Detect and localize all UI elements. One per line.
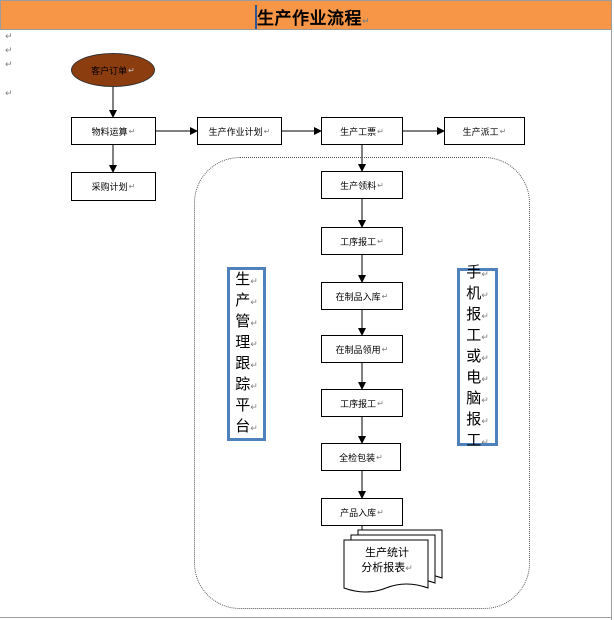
panel-char: 平↵ <box>235 396 258 414</box>
node-statistics-report: 生产统计 分析报表↵ <box>347 545 427 577</box>
panel-char: 台↵ <box>235 417 258 435</box>
page-title: 生产作业流程↵ <box>257 9 371 29</box>
paragraph-mark: ↵ <box>481 290 489 301</box>
node-production-plan: 生产作业计划↵ <box>197 117 282 145</box>
paragraph-mark: ↵ <box>250 424 258 434</box>
panel-char: 电↵ <box>466 367 489 386</box>
table-border-right <box>611 30 612 620</box>
paragraph-mark: ↵ <box>481 353 489 364</box>
paragraph-mark: ↵ <box>250 382 258 392</box>
paragraph-mark: ↵ <box>481 311 489 322</box>
node-wip-picking: 在制品领用↵ <box>321 335 403 363</box>
paragraph-mark: ↵ <box>250 298 258 308</box>
node-production-dispatch: 生产派工↵ <box>444 117 525 145</box>
panel-char: 脑↵ <box>466 388 489 407</box>
panel-char: 踪↵ <box>235 375 258 393</box>
node-process-report-1: 工序报工↵ <box>321 227 403 255</box>
panel-char: 报↵ <box>466 409 489 428</box>
report-document-shape <box>343 529 443 593</box>
paragraph-mark: ↵ <box>250 340 258 350</box>
node-purchase-plan: 采购计划↵ <box>71 172 156 201</box>
title-bar: 生产作业流程↵ <box>0 0 612 30</box>
paragraph-mark: ↵ <box>481 395 489 406</box>
panel-mobile-or-pc-reporting: 手↵ 机↵ 报↵ 工↵ 或↵ 电↵ 脑↵ 报↵ 工↵ <box>457 263 498 449</box>
node-production-ticket: 生产工票↵ <box>321 117 403 145</box>
paragraph-mark: ↵ <box>481 374 489 385</box>
panel-char: 工↵ <box>466 325 489 344</box>
panel-char: 生↵ <box>235 270 258 288</box>
paragraph-mark: ↵ <box>5 32 13 42</box>
paragraph-mark: ↵ <box>5 46 13 56</box>
node-product-inbound: 产品入库↵ <box>321 498 403 526</box>
node-wip-inbound: 在制品入库↵ <box>321 282 403 310</box>
panel-char: 理↵ <box>235 333 258 351</box>
panel-char: 手↵ <box>466 262 489 281</box>
panel-char: 或↵ <box>466 346 489 365</box>
node-process-report-2: 工序报工↵ <box>321 389 403 417</box>
node-material-calc: 物料运算↵ <box>71 117 156 145</box>
panel-char: 工↵ <box>466 430 489 449</box>
node-production-picking: 生产领料↵ <box>321 171 403 199</box>
paragraph-mark: ↵ <box>250 403 258 413</box>
paragraph-mark: ↵ <box>481 269 489 280</box>
panel-char: 跟↵ <box>235 354 258 372</box>
panel-char: 管↵ <box>235 312 258 330</box>
paragraph-mark: ↵ <box>5 89 13 99</box>
paragraph-mark: ↵ <box>481 332 489 343</box>
panel-char: 机↵ <box>466 283 489 302</box>
panel-production-tracking-platform: 生↵ 产↵ 管↵ 理↵ 跟↵ 踪↵ 平↵ 台↵ <box>227 267 266 441</box>
node-customer-order: 客户订单↵ <box>71 53 155 87</box>
panel-char: 报↵ <box>466 304 489 323</box>
paragraph-mark: ↵ <box>481 437 489 448</box>
production-tracking-region <box>194 157 530 609</box>
paragraph-mark: ↵ <box>405 564 413 574</box>
paragraph-mark: ↵ <box>250 277 258 287</box>
panel-char: 产↵ <box>235 291 258 309</box>
paragraph-mark: ↵ <box>5 60 13 70</box>
text-cursor <box>255 5 257 29</box>
paragraph-mark: ↵ <box>481 416 489 427</box>
paragraph-mark: ↵ <box>250 319 258 329</box>
paragraph-mark: ↵ <box>250 361 258 371</box>
node-full-inspection: 全检包装↵ <box>321 443 401 471</box>
report-line-2: 分析报表 <box>361 561 406 574</box>
table-border-bottom <box>0 617 612 618</box>
paragraph-mark: ↵ <box>362 17 371 27</box>
report-line-1: 生产统计 <box>365 546 409 559</box>
